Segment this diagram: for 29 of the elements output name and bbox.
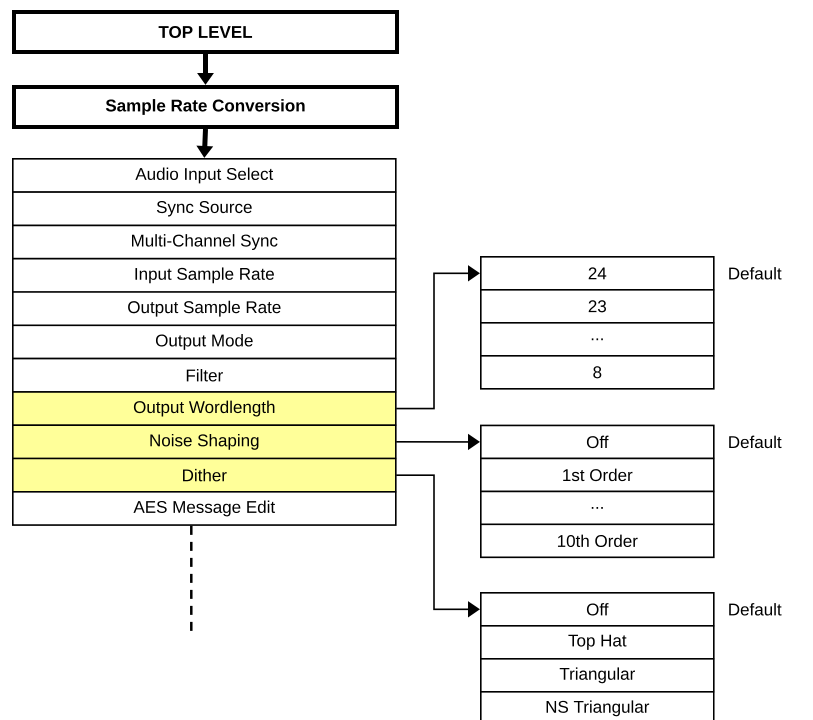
menu-item-box: Noise Shaping xyxy=(12,424,397,460)
menu-item-box: Input Sample Rate xyxy=(12,258,397,293)
menu-item-box: Audio Input Select xyxy=(12,158,397,193)
menu-item-box: Top Hat xyxy=(480,625,715,660)
menu-item-box: ... xyxy=(480,322,715,357)
dashed-line xyxy=(190,526,193,634)
menu-item-box: 23 xyxy=(480,289,715,324)
menu-item-box: 10th Order xyxy=(480,524,715,558)
menu-item-box: Output Wordlength xyxy=(12,391,397,426)
menu-item-box: Off xyxy=(480,592,715,627)
menu-item-box: 8 xyxy=(480,355,715,390)
menu-item-box: AES Message Edit xyxy=(12,491,397,526)
menu-item-box: Triangular xyxy=(480,658,715,693)
default-label: Default xyxy=(729,436,782,448)
menu-item-box: Output Sample Rate xyxy=(12,291,397,326)
menu-item-box: NS Triangular xyxy=(480,691,715,720)
menu-item-box: 24 xyxy=(480,256,715,291)
menu-item-box: Output Mode xyxy=(12,324,397,360)
menu-item-box: Sync Source xyxy=(12,191,397,226)
menu-item-box: 1st Order xyxy=(480,458,715,492)
menu-title-box: Sample Rate Conversion xyxy=(12,85,399,129)
menu-item-box: Off xyxy=(480,424,715,460)
menu-title-box: TOP LEVEL xyxy=(12,10,399,54)
menu-item-box: Filter xyxy=(12,358,397,393)
default-label: Default xyxy=(729,267,782,280)
menu-item-box: ... xyxy=(480,490,715,526)
menu-item-box: Multi-Channel Sync xyxy=(12,224,397,260)
default-label: Default xyxy=(729,603,782,616)
menu-item-box: Dither xyxy=(12,458,397,493)
